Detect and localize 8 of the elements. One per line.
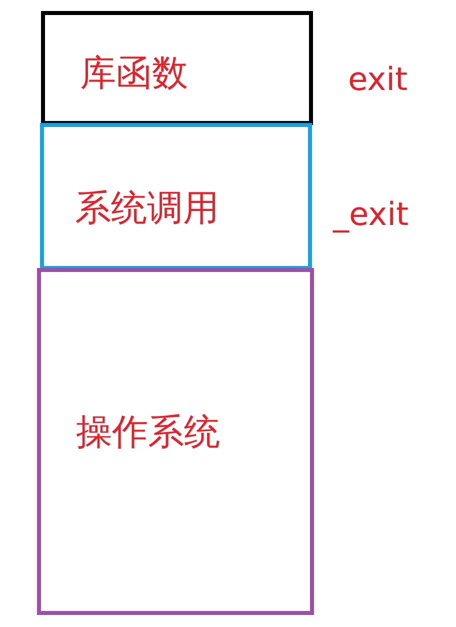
- function-name-label: exit: [348, 60, 408, 98]
- layer-label: 系统调用: [75, 191, 219, 227]
- layer-label: 库函数: [80, 56, 188, 92]
- stack-layer-box: [41, 11, 313, 125]
- stack-layer-box: [37, 268, 314, 615]
- stack-layer-box: [40, 123, 312, 270]
- function-name-label: _exit: [333, 195, 408, 233]
- layer-label: 操作系统: [76, 415, 220, 451]
